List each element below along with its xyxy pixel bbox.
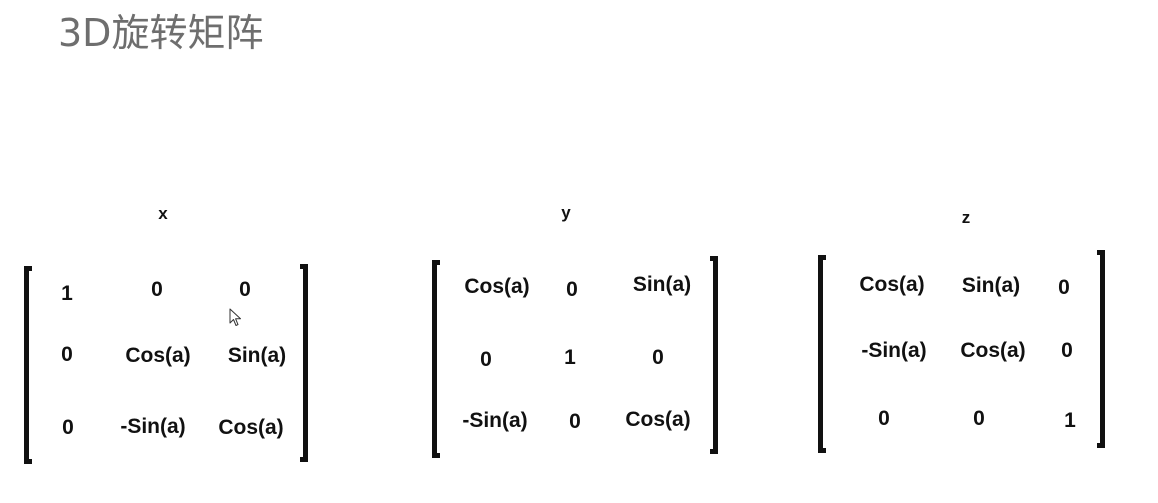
matrix-x-cell: 1 <box>61 282 73 305</box>
page-title: 3D旋转矩阵 <box>58 11 264 55</box>
matrix-z-left-bracket <box>818 255 826 453</box>
matrix-y-label: y <box>561 203 571 222</box>
matrix-y-cell: Sin(a) <box>632 273 692 296</box>
matrix-x-cell: Cos(a) <box>125 344 191 367</box>
matrix-x-label: x <box>158 204 168 223</box>
matrix-z-cell: -Sin(a) <box>861 339 927 362</box>
matrix-z-cell: Cos(a) <box>960 339 1026 362</box>
matrix-y-cell: Cos(a) <box>464 275 530 298</box>
matrix-x-right-bracket <box>300 264 308 462</box>
matrix-z-cell: 0 <box>1061 339 1073 362</box>
matrix-z-cell: 0 <box>973 407 985 430</box>
matrix-x-cell: Cos(a) <box>218 416 284 439</box>
matrix-x-cell: 0 <box>151 278 163 301</box>
matrix-x-cell: 0 <box>61 343 73 366</box>
matrix-y-cell: Cos(a) <box>625 408 691 431</box>
matrix-z-cell: Sin(a) <box>961 274 1021 297</box>
matrix-x-cell: 0 <box>62 416 74 439</box>
matrix-z-label: z <box>961 208 971 227</box>
matrix-y-cell: 0 <box>480 348 492 371</box>
mouse-pointer-icon <box>229 308 241 326</box>
matrix-y-cell: -Sin(a) <box>462 409 528 432</box>
matrix-x-left-bracket <box>24 266 32 464</box>
matrix-x-cell: Sin(a) <box>227 344 287 367</box>
matrix-z-cell: 0 <box>1058 276 1070 299</box>
matrix-z-cell: 0 <box>878 407 890 430</box>
matrix-y-left-bracket <box>432 260 440 458</box>
matrix-y-cell: 0 <box>652 346 664 369</box>
matrix-z-right-bracket <box>1097 250 1105 448</box>
matrix-y-right-bracket <box>710 256 718 454</box>
matrix-x-cell: 0 <box>239 278 251 301</box>
matrix-y-cell: 0 <box>569 410 581 433</box>
matrix-y-cell: 0 <box>566 278 578 301</box>
matrix-z-cell: Cos(a) <box>859 273 925 296</box>
matrix-x-cell: -Sin(a) <box>120 415 186 438</box>
matrix-y-cell: 1 <box>564 346 576 369</box>
matrix-z-cell: 1 <box>1064 409 1076 432</box>
